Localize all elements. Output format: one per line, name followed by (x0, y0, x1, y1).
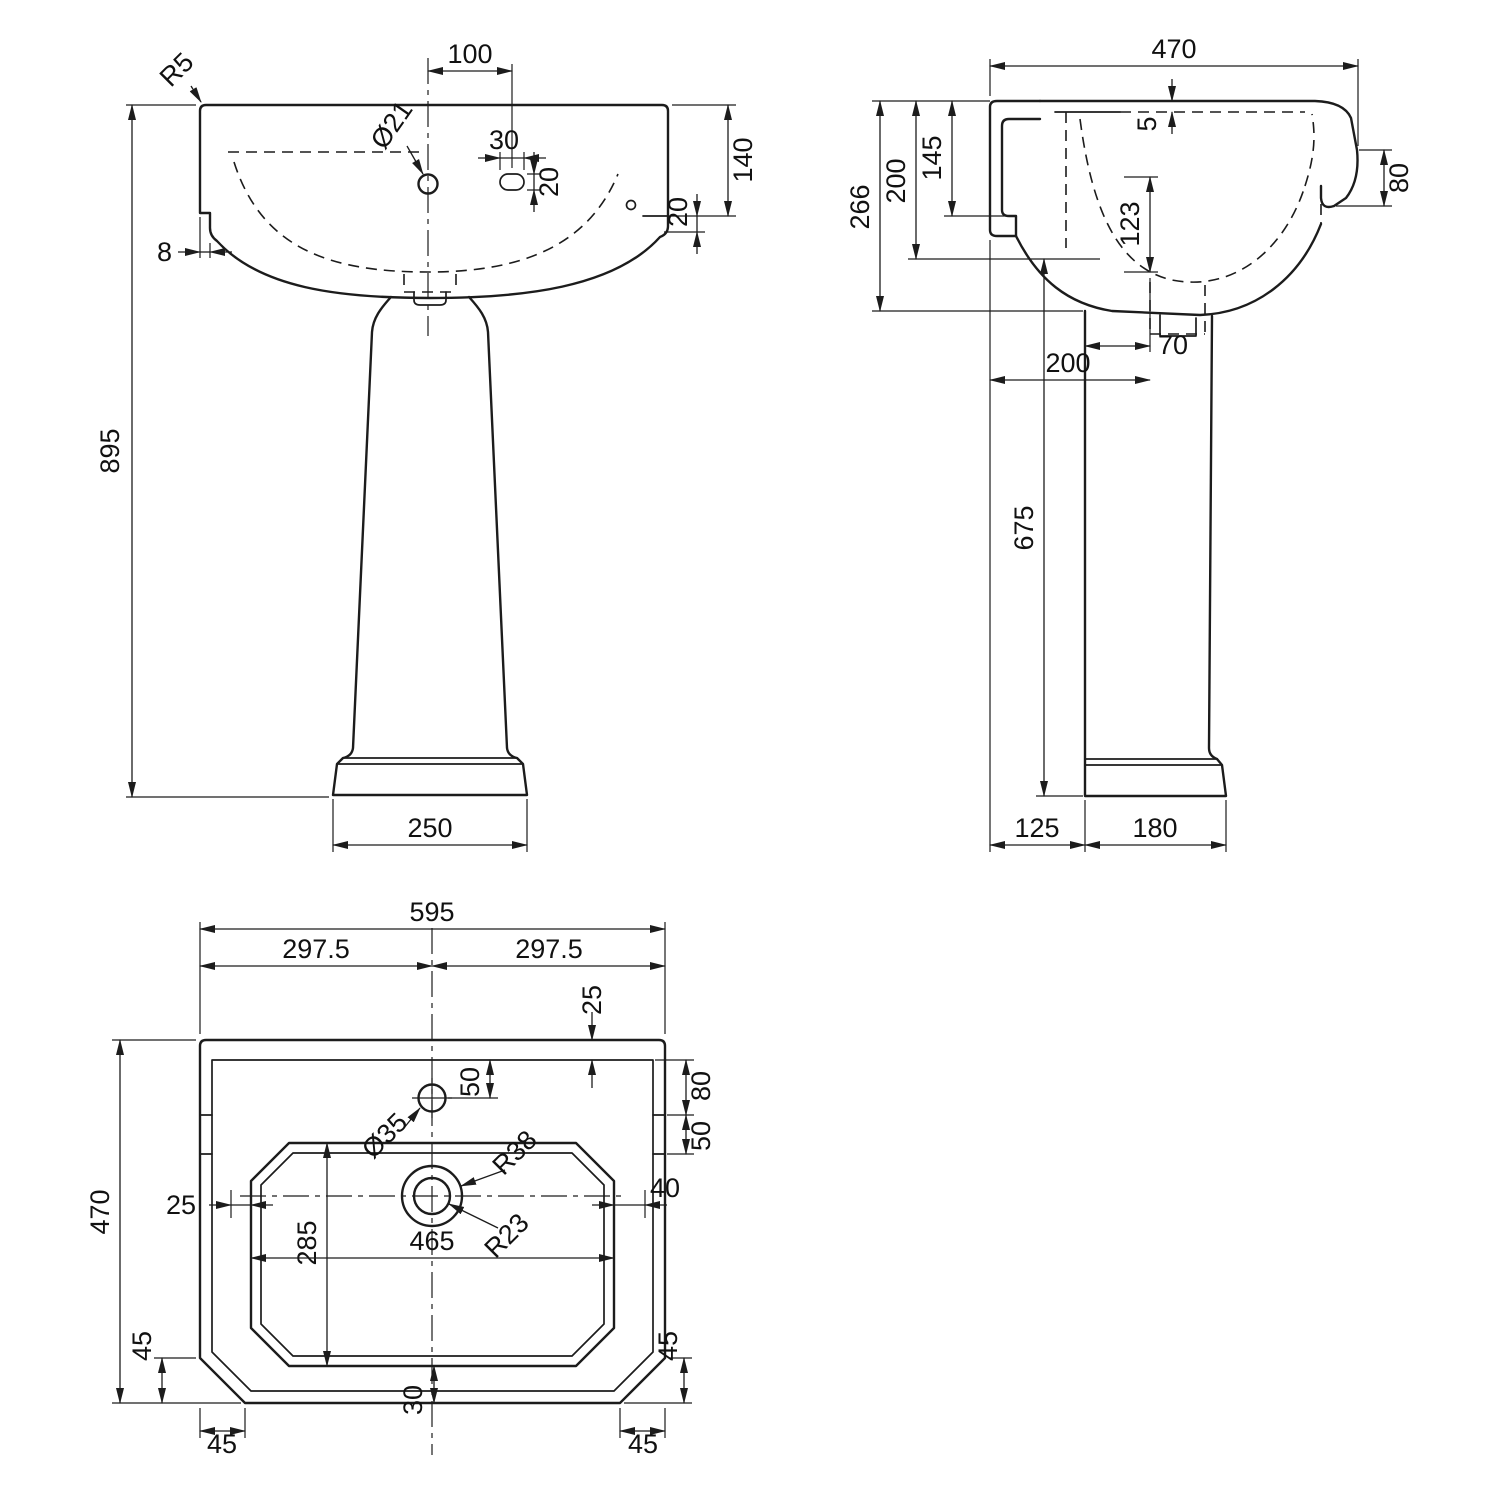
basin-front-outline (198, 103, 670, 300)
dim-label-470: 470 (1151, 34, 1196, 64)
dim-label-200-depth: 200 (1045, 348, 1090, 378)
waste-inner-circle (412, 1176, 452, 1216)
dim-label-285: 285 (292, 1220, 322, 1265)
back-channel-outline (988, 99, 1042, 238)
dim-label-20-edge: 20 (663, 197, 693, 227)
dim-label-45-left: 45 (127, 1331, 157, 1361)
plan-view: 595 297.5 297.5 25 50 80 50 Ø35 R38 R23 … (85, 897, 716, 1459)
pedestal-base-molding (1084, 758, 1223, 766)
waste-outline (1159, 314, 1197, 337)
tap-hole-centermark (412, 1078, 452, 1118)
dim-label-266: 266 (845, 184, 875, 229)
dim-label-80: 80 (1384, 163, 1414, 193)
waste-outline (413, 291, 447, 306)
bowl-underside-outline (1014, 222, 1323, 317)
leader-line (403, 1107, 421, 1129)
dim-label-dia35: Ø35 (356, 1107, 413, 1164)
extension-line (126, 104, 329, 798)
dim-label-r23: R23 (479, 1208, 535, 1264)
dim-label-675: 675 (1009, 505, 1039, 550)
dim-label-50-side: 50 (686, 1121, 716, 1151)
bowl-inner-outline (260, 1152, 605, 1357)
pedestal-base-molding (336, 757, 524, 765)
dim-label-20-slot: 20 (534, 167, 564, 197)
bowl-opening-outline (249, 1141, 616, 1368)
dim-label-100: 100 (447, 39, 492, 69)
extension-line (989, 59, 1359, 146)
dim-label-297-right: 297.5 (515, 934, 583, 964)
dim-label-180: 180 (1132, 813, 1177, 843)
basin-plan-outline (198, 1038, 667, 1405)
leader-line (448, 1203, 499, 1229)
dim-label-r38: R38 (487, 1125, 543, 1181)
dim-label-45-br: 45 (628, 1429, 658, 1459)
dim-label-470: 470 (85, 1189, 115, 1234)
tap-hole (417, 173, 439, 195)
dim-label-50-tap: 50 (455, 1067, 485, 1097)
dim-label-465: 465 (409, 1226, 454, 1256)
dim-label-80-side: 80 (686, 1071, 716, 1101)
side-view: 470 5 145 200 266 80 123 70 200 675 125 (845, 34, 1414, 852)
dim-label-250: 250 (407, 813, 452, 843)
dim-label-8: 8 (157, 237, 172, 267)
dim-label-140: 140 (728, 137, 758, 182)
side-notch-lines (199, 1114, 666, 1155)
dim-label-145: 145 (917, 135, 947, 180)
rim-inner-outline (211, 1059, 654, 1392)
dim-label-r5: R5 (154, 47, 200, 93)
hidden-bowl-line (233, 161, 619, 273)
chain-hole (625, 199, 637, 211)
dim-label-895: 895 (95, 428, 125, 473)
dim-label-5: 5 (1132, 116, 1162, 131)
dim-label-25-left: 25 (166, 1190, 196, 1220)
dim-label-40-right: 40 (650, 1173, 680, 1203)
pedestal-side-outline (1083, 309, 1228, 798)
leader-line (406, 145, 424, 175)
dim-label-125: 125 (1014, 813, 1059, 843)
leader-line (460, 1169, 506, 1187)
extension-line (199, 922, 666, 1034)
extension-line (112, 1039, 241, 1404)
pedestal-front-outline (331, 295, 529, 797)
hidden-waste-lines (403, 274, 457, 293)
dim-label-123: 123 (1115, 201, 1145, 246)
dim-label-45-bl: 45 (207, 1429, 237, 1459)
dim-label-45-right: 45 (653, 1331, 683, 1361)
leader-line (189, 85, 202, 103)
dim-label-25-top: 25 (577, 985, 607, 1015)
dim-label-297-left: 297.5 (282, 934, 350, 964)
rim-profile (1038, 99, 1359, 209)
dim-label-30-bottom: 30 (398, 1385, 428, 1415)
overflow-slot (499, 173, 525, 191)
dim-label-595: 595 (409, 897, 454, 927)
front-view: R5 100 Ø21 30 20 140 20 8 895 (95, 39, 758, 852)
hidden-bowl-line (1079, 118, 1306, 283)
hidden-front-line (1304, 113, 1315, 187)
dim-label-70: 70 (1158, 330, 1188, 360)
waste-outer-circle (400, 1164, 464, 1228)
dim-label-30: 30 (489, 125, 519, 155)
dim-label-200-top: 200 (881, 158, 911, 203)
